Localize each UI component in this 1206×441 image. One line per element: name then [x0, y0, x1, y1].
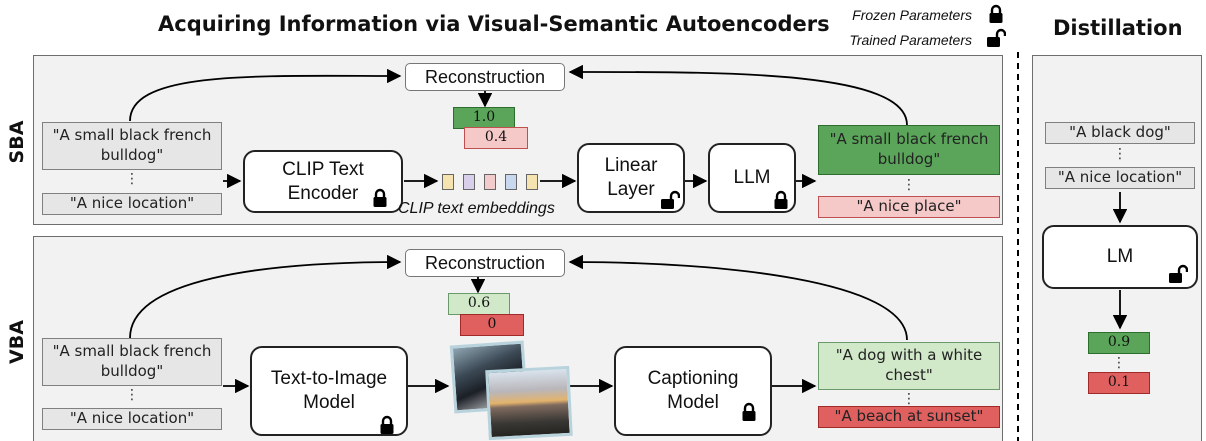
linear-layer-label: Linear Layer — [604, 155, 658, 200]
t2i-lock-closed-icon — [379, 415, 395, 435]
sba-output-text-2: "A nice place" — [818, 196, 1000, 218]
sba-input-text-2: "A nice location" — [42, 193, 222, 215]
vba-output-text-2: "A beach at sunset" — [818, 406, 1000, 428]
vba-output-text-1: "A dog with a white chest" — [818, 342, 1000, 390]
vba-input-text-1: "A small black french bulldog" — [42, 338, 222, 386]
clip-encoder-lock-closed-icon — [372, 188, 388, 208]
llm-lock-closed-icon — [773, 190, 789, 210]
legend-trained-label: Trained Parameters — [849, 32, 972, 48]
captioning-model-box: Captioning Model — [614, 346, 772, 436]
sba-input-ellipsis: ⋮ — [125, 171, 139, 187]
embedding-token — [442, 174, 454, 190]
generated-beach-image — [485, 365, 573, 441]
clip-embeddings-strip — [442, 174, 540, 190]
separator-dashed-line — [1017, 52, 1019, 441]
vba-score-1: 0.6 — [448, 293, 510, 315]
text-to-image-model-box: Text-to-Image Model — [250, 346, 408, 436]
captioning-model-label: Captioning Model — [647, 368, 739, 413]
vba-reconstruction-box: Reconstruction — [405, 249, 565, 277]
vba-score-2: 0 — [460, 314, 524, 336]
embedding-token — [463, 174, 475, 190]
legend-lock-closed-icon — [988, 4, 1004, 24]
distill-input-text-2: "A nice location" — [1045, 167, 1195, 189]
lm-box: LM — [1042, 225, 1198, 289]
vba-input-ellipsis: ⋮ — [125, 387, 139, 403]
text-to-image-model-label: Text-to-Image Model — [270, 368, 388, 413]
llm-label: LLM — [733, 167, 771, 188]
vba-output-ellipsis: ⋮ — [902, 391, 916, 407]
main-title: Acquiring Information via Visual-Semanti… — [158, 12, 830, 36]
clip-embeddings-label: CLIP text embeddings — [398, 200, 555, 217]
lm-label: LM — [1106, 246, 1134, 267]
sba-input-text-1: "A small black french bulldog" — [42, 122, 222, 170]
embedding-token — [526, 174, 538, 190]
linear-layer-lock-open-icon — [660, 190, 680, 210]
clip-text-encoder-label: CLIP Text Encoder — [282, 158, 364, 204]
captioning-lock-closed-icon — [741, 402, 757, 422]
embedding-token — [505, 174, 517, 190]
vba-label: VBA — [6, 320, 28, 364]
distill-score-ellipsis: ⋮ — [1112, 355, 1126, 371]
sba-score-2: 0.4 — [464, 127, 528, 149]
sba-label: SBA — [6, 120, 28, 164]
distill-input-ellipsis: ⋮ — [1113, 146, 1127, 162]
lm-lock-open-icon — [1168, 264, 1188, 284]
legend-frozen-label: Frozen Parameters — [852, 7, 972, 23]
sba-reconstruction-box: Reconstruction — [405, 63, 565, 91]
vba-input-text-2: "A nice location" — [42, 408, 222, 430]
sba-output-text-1: "A small black french bulldog" — [818, 125, 1000, 175]
distill-score-1: 0.9 — [1088, 332, 1150, 354]
legend-lock-open-icon — [986, 28, 1006, 48]
sba-score-1: 1.0 — [453, 107, 515, 129]
embedding-token — [484, 174, 496, 190]
distillation-title: Distillation — [1053, 16, 1183, 40]
distill-input-text-1: "A black dog" — [1045, 122, 1195, 144]
sba-output-ellipsis: ⋮ — [902, 177, 916, 193]
distill-score-2: 0.1 — [1088, 372, 1150, 394]
